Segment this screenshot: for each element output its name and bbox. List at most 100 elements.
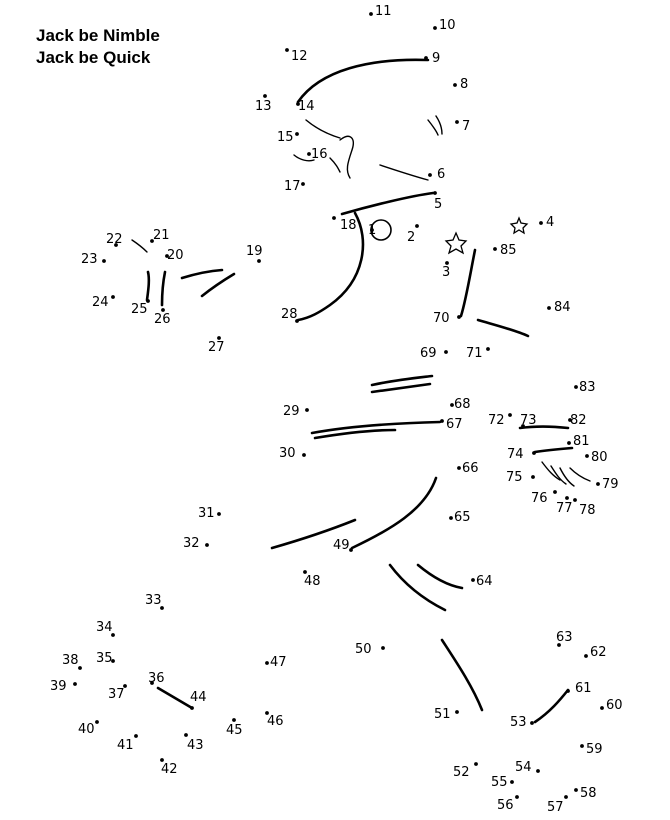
dot-18 [332, 216, 336, 220]
dot-label-9: 9 [432, 51, 440, 66]
dot-label-53: 53 [510, 715, 527, 730]
dot-31 [217, 512, 221, 516]
dot-label-48: 48 [304, 574, 321, 589]
dot-46 [265, 711, 269, 715]
dot-75 [531, 475, 535, 479]
dot-label-58: 58 [580, 786, 597, 801]
dot-3 [445, 261, 449, 265]
dot-13 [263, 94, 267, 98]
star-outline-icon [444, 231, 468, 255]
dot-label-84: 84 [554, 300, 571, 315]
dot-label-50: 50 [355, 642, 372, 657]
dot-22 [114, 243, 118, 247]
dot-label-70: 70 [433, 311, 450, 326]
dot-84 [547, 306, 551, 310]
dot-label-62: 62 [590, 645, 607, 660]
dot-label-5: 5 [434, 197, 442, 212]
dot-77 [565, 496, 569, 500]
dot-label-4: 4 [546, 215, 554, 230]
dot-label-63: 63 [556, 630, 573, 645]
dot-41 [134, 734, 138, 738]
dot-label-14: 14 [298, 99, 315, 114]
dot-35 [111, 659, 115, 663]
dot-10 [433, 26, 437, 30]
dot-21 [150, 239, 154, 243]
dot-6 [428, 173, 432, 177]
dot-62 [584, 654, 588, 658]
dot-17 [301, 182, 305, 186]
dot-63 [557, 643, 561, 647]
dot-8 [453, 83, 457, 87]
dot-label-38: 38 [62, 653, 79, 668]
dot-label-80: 80 [591, 450, 608, 465]
dot-label-71: 71 [466, 346, 483, 361]
dot-45 [232, 718, 236, 722]
dot-14 [296, 102, 300, 106]
dot-label-15: 15 [277, 130, 294, 145]
dot-60 [600, 706, 604, 710]
dot-4 [539, 221, 543, 225]
dot-47 [265, 661, 269, 665]
dot-52 [474, 762, 478, 766]
dot-label-20: 20 [167, 248, 184, 263]
dot-58 [574, 788, 578, 792]
dot-76 [553, 490, 557, 494]
dot-59 [580, 744, 584, 748]
dot-label-43: 43 [187, 738, 204, 753]
dot-label-54: 54 [515, 760, 532, 775]
dot-38 [78, 666, 82, 670]
dot-label-57: 57 [547, 800, 564, 815]
dot-label-40: 40 [78, 722, 95, 737]
dot-85 [493, 247, 497, 251]
dot-label-23: 23 [81, 252, 98, 267]
dot-73 [521, 424, 525, 428]
dot-33 [160, 606, 164, 610]
dot-label-33: 33 [145, 593, 162, 608]
dot-label-10: 10 [439, 18, 456, 33]
dot-label-37: 37 [108, 687, 125, 702]
dot-label-68: 68 [454, 397, 471, 412]
dot-label-30: 30 [279, 446, 296, 461]
dot-26 [161, 308, 165, 312]
dot-70 [457, 315, 461, 319]
dot-label-49: 49 [333, 538, 350, 553]
dot-34 [111, 633, 115, 637]
dot-label-74: 74 [507, 447, 524, 462]
dot-30 [302, 453, 306, 457]
page-title-line-2: Jack be Quick [36, 48, 151, 67]
dot-label-21: 21 [153, 228, 170, 243]
dot-label-36: 36 [148, 671, 165, 686]
dot-label-28: 28 [281, 307, 298, 322]
dot-61 [566, 689, 570, 693]
dot-label-61: 61 [575, 681, 592, 696]
dot-43 [184, 733, 188, 737]
dot-57 [564, 795, 568, 799]
dot-36 [150, 681, 154, 685]
dot-42 [160, 758, 164, 762]
dot-16 [307, 152, 311, 156]
dot-label-82: 82 [570, 413, 587, 428]
dot-label-64: 64 [476, 574, 493, 589]
dot-11 [369, 12, 373, 16]
dot-label-41: 41 [117, 738, 134, 753]
dot-label-35: 35 [96, 651, 113, 666]
dot-label-69: 69 [420, 346, 437, 361]
dot-label-45: 45 [226, 723, 243, 738]
dot-label-18: 18 [340, 218, 357, 233]
dot-label-27: 27 [208, 340, 225, 355]
dot-label-32: 32 [183, 536, 200, 551]
dot-label-19: 19 [246, 244, 263, 259]
dot-82 [568, 418, 572, 422]
dot-56 [515, 795, 519, 799]
dot-label-77: 77 [556, 501, 573, 516]
dot-label-55: 55 [491, 775, 508, 790]
dot-label-46: 46 [267, 714, 284, 729]
dot-label-7: 7 [462, 119, 470, 134]
dot-15 [295, 132, 299, 136]
dot-68 [450, 403, 454, 407]
dot-39 [73, 682, 77, 686]
dot-label-22: 22 [106, 232, 123, 247]
dot-20 [165, 254, 169, 258]
dot-24 [111, 295, 115, 299]
